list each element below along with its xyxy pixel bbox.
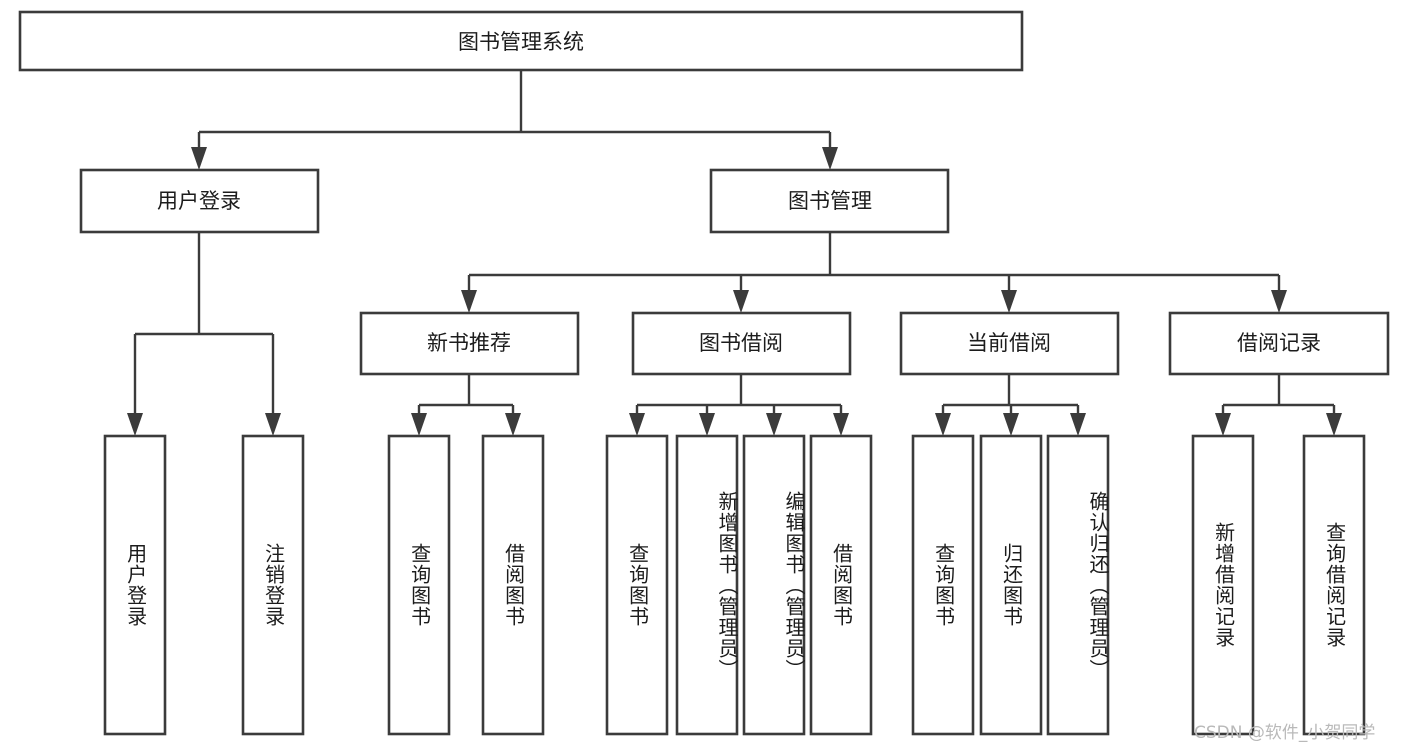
node-book-management-label: 图书管理 [788, 189, 872, 213]
arrow-head-bb-leaf-4 [833, 413, 849, 436]
node-new-book-recommend-box[interactable] [359, 311, 580, 376]
arrow-head-leaf-user-logout [265, 413, 281, 436]
node-leaf-return-book-box[interactable] [979, 434, 1043, 736]
node-current-borrow[interactable]: 当前借阅 [899, 311, 1120, 376]
arrow-head-br-leaf-1 [1215, 413, 1231, 436]
node-borrow-record[interactable]: 借阅记录 [1168, 311, 1390, 376]
node-leaf-query-record-box[interactable] [1302, 434, 1366, 736]
node-root[interactable]: 图书管理系统 [18, 10, 1024, 72]
node-leaf-user-logout-box[interactable] [241, 434, 305, 736]
node-new-book-recommend[interactable]: 新书推荐 [359, 311, 580, 376]
arrow-head-bb-leaf-1 [629, 413, 645, 436]
node-user-login-box[interactable] [79, 168, 320, 234]
node-book-borrow-box[interactable] [631, 311, 852, 376]
arrow-head-user-login [191, 147, 207, 170]
node-leaf-confirm-return-box[interactable] [1046, 434, 1110, 736]
node-leaf-query-book-2-box[interactable] [605, 434, 669, 736]
node-leaf-borrow-book-1-box[interactable] [481, 434, 545, 736]
arrow-head-leaf-user-login [127, 413, 143, 436]
node-leaf-user-login-box[interactable] [103, 434, 167, 736]
node-leaf-borrow-book-2-box[interactable] [809, 434, 873, 736]
connector-group [127, 70, 1342, 436]
node-book-borrow[interactable]: 图书借阅 [631, 311, 852, 376]
arrow-head-bb-leaf-3 [766, 413, 782, 436]
node-root-box[interactable] [18, 10, 1024, 72]
arrow-head-nbr-leaf-2 [505, 413, 521, 436]
arrow-head-br-leaf-2 [1326, 413, 1342, 436]
watermark-text: CSDN @软件_小贺同学 [1194, 723, 1376, 743]
node-leaf-add-book-box[interactable] [675, 434, 739, 736]
arrow-head-current-borrow [1001, 290, 1017, 313]
node-book-management[interactable]: 图书管理 [709, 168, 950, 234]
node-root-label: 图书管理系统 [458, 30, 584, 54]
node-user-login[interactable]: 用户登录 [79, 168, 320, 234]
arrow-head-new-book-recommend [461, 290, 477, 313]
node-new-book-recommend-label: 新书推荐 [427, 331, 511, 355]
arrow-head-book-management [822, 147, 838, 170]
node-user-login-label: 用户登录 [157, 189, 241, 213]
arrow-head-nbr-leaf-1 [411, 413, 427, 436]
node-book-management-box[interactable] [709, 168, 950, 234]
arrow-head-bb-leaf-2 [699, 413, 715, 436]
arrow-head-borrow-record [1271, 290, 1287, 313]
node-leaf-query-book-3-box[interactable] [911, 434, 975, 736]
node-leaf-query-book-1-box[interactable] [387, 434, 451, 736]
arrow-head-cb-leaf-2 [1003, 413, 1019, 436]
node-leaf-add-record-box[interactable] [1191, 434, 1255, 736]
node-borrow-record-box[interactable] [1168, 311, 1390, 376]
node-book-borrow-label: 图书借阅 [699, 331, 783, 355]
arrow-head-cb-leaf-1 [935, 413, 951, 436]
arrow-head-cb-leaf-3 [1070, 413, 1086, 436]
node-borrow-record-label: 借阅记录 [1237, 331, 1321, 355]
node-current-borrow-box[interactable] [899, 311, 1120, 376]
node-current-borrow-label: 当前借阅 [967, 331, 1051, 355]
arrow-head-book-borrow [733, 290, 749, 313]
node-leaf-edit-book-box[interactable] [742, 434, 806, 736]
